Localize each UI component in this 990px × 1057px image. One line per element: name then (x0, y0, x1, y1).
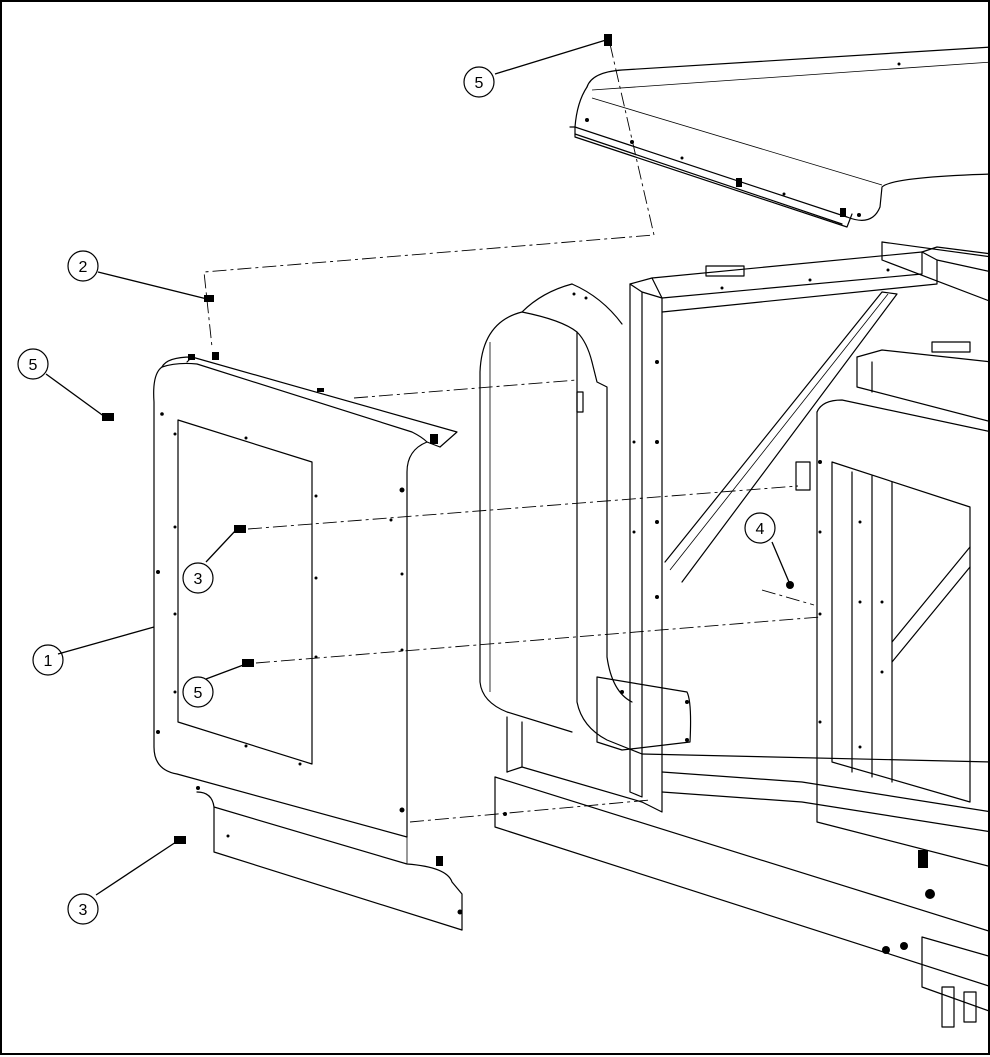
callout-label: 3 (79, 902, 88, 919)
callout-label: 4 (756, 521, 765, 538)
callout-label: 1 (44, 653, 53, 670)
callout-2: 2 (67, 250, 99, 282)
callout-5-left: 5 (17, 348, 49, 380)
callout-label: 5 (29, 357, 38, 374)
callout-label: 5 (194, 685, 203, 702)
assembly-lines (203, 43, 821, 823)
side-panel-item-1 (153, 352, 463, 931)
callout-label: 2 (79, 259, 88, 276)
callout-label: 3 (194, 571, 203, 588)
callout-leaders (45, 39, 790, 896)
callout-3-mid: 3 (182, 562, 214, 594)
main-frame (479, 241, 990, 1028)
callout-3-bottom: 3 (67, 893, 99, 925)
callout-5-mid: 5 (182, 676, 214, 708)
callout-1: 1 (32, 644, 64, 676)
callout-4: 4 (744, 512, 776, 544)
fasteners (102, 34, 794, 844)
callout-label: 5 (475, 75, 484, 92)
top-cover-panel (569, 46, 990, 228)
callout-5-top: 5 (463, 66, 495, 98)
